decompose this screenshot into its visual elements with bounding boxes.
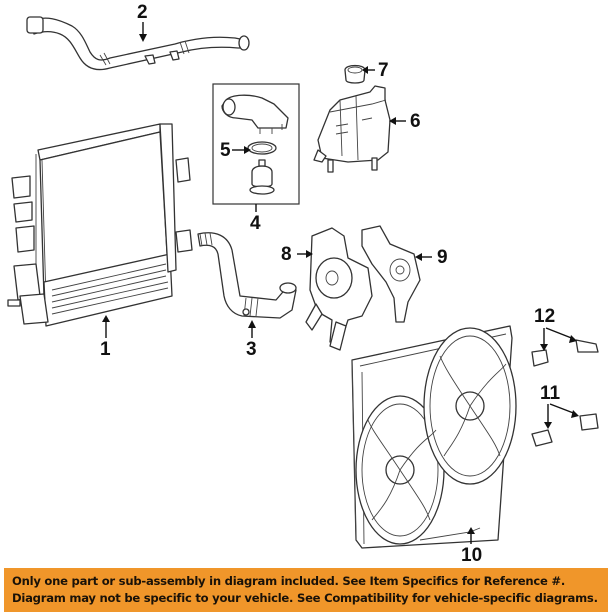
- part-water-pump-gasket[interactable]: [361, 225, 421, 323]
- callout-10: 10: [461, 545, 483, 566]
- callout-9: 9: [437, 247, 448, 268]
- part-thermostat-housing[interactable]: [221, 94, 289, 134]
- disclaimer-banner: Only one part or sub-assembly in diagram…: [4, 568, 608, 612]
- part-radiator[interactable]: [7, 123, 193, 327]
- leader-lines: [102, 22, 579, 544]
- callout-2: 2: [137, 2, 148, 23]
- part-fan-assembly[interactable]: [351, 325, 517, 549]
- disclaimer-line-1: Only one part or sub-assembly in diagram…: [12, 574, 566, 588]
- callout-12: 12: [534, 306, 556, 327]
- part-connector[interactable]: [531, 413, 599, 447]
- callout-11: 11: [540, 383, 561, 404]
- callout-7: 7: [378, 60, 389, 81]
- callout-3: 3: [246, 339, 257, 360]
- part-lower-hose[interactable]: [197, 232, 297, 319]
- part-thermostat[interactable]: [249, 159, 275, 195]
- callout-1: 1: [100, 339, 111, 360]
- callout-5: 5: [220, 140, 231, 161]
- part-reservoir-cap[interactable]: [344, 64, 366, 84]
- callout-8: 8: [281, 244, 292, 265]
- part-gasket[interactable]: [247, 141, 277, 155]
- parts-diagram: [7, 16, 599, 549]
- part-sensor[interactable]: [531, 339, 599, 367]
- disclaimer-line-2: Diagram may not be specific to your vehi…: [12, 591, 598, 605]
- callout-6: 6: [410, 111, 421, 132]
- part-coolant-reservoir[interactable]: [313, 85, 391, 173]
- part-water-pump[interactable]: [305, 227, 373, 351]
- part-upper-hose[interactable]: [26, 16, 250, 71]
- callout-4: 4: [250, 213, 261, 234]
